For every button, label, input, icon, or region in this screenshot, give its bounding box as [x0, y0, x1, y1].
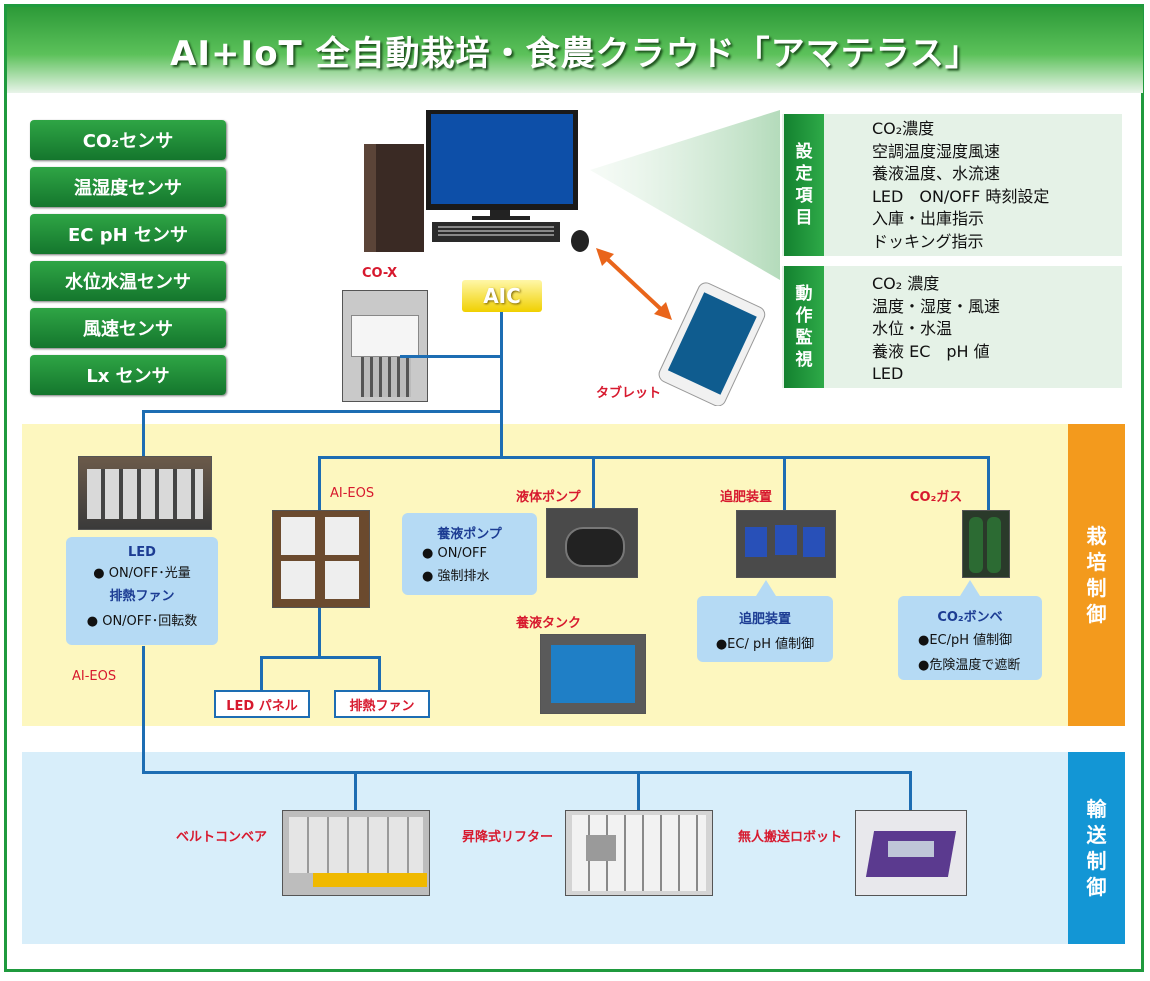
pump-photo	[546, 508, 638, 578]
connection-beam	[590, 110, 780, 280]
settings-heading: 設定項目	[784, 114, 824, 256]
liquid-pump-label: 液体ポンプ	[516, 490, 581, 505]
sensor-temp-humidity: 温湿度センサ	[30, 167, 226, 207]
led-rack-photo	[78, 456, 212, 530]
settings-panel	[782, 114, 1122, 256]
outer-frame	[4, 4, 1144, 972]
fertilizer-photo	[736, 510, 836, 578]
cox-label: CO-X	[362, 266, 398, 281]
sync-arrow	[596, 248, 672, 320]
lifter-label: 昇降式リフター	[462, 830, 554, 845]
fertilizer-pointer	[756, 580, 776, 596]
co2-gas-label: CO₂ガス	[910, 490, 963, 505]
co2-pointer	[960, 580, 980, 596]
tank-photo	[540, 634, 646, 714]
cox-photo	[342, 290, 428, 402]
title-bar: AI+IoT 全自動栽培・食農クラウド「アマテラス」	[7, 7, 1143, 93]
tablet-label: タブレット	[596, 386, 662, 401]
led-control-box: LED ● ON/OFF･光量 排熱ファン ● ON/OFF･回転数	[66, 537, 218, 645]
monitoring-heading: 動作監視	[784, 266, 824, 388]
transport-heading: 輸送制御	[1068, 752, 1125, 944]
page-title: AI+IoT 全自動栽培・食農クラウド「アマテラス」	[170, 33, 980, 74]
aieos-photo	[272, 510, 370, 608]
fertilizer-label: 追肥装置	[720, 490, 773, 505]
aieos-label: AI-EOS	[330, 486, 375, 501]
exhaust-fan-box: 排熱ファン	[334, 690, 430, 718]
robot-label: 無人搬送ロボット	[738, 830, 843, 845]
belt-conveyor-photo	[282, 810, 430, 896]
tablet-icon	[658, 282, 766, 406]
computer-icon	[364, 110, 589, 252]
robot-photo	[855, 810, 967, 896]
belt-label: ベルトコンベア	[176, 830, 268, 845]
sensor-lux: Lx センサ	[30, 355, 226, 395]
aieos-left-label: AI-EOS	[72, 669, 117, 684]
tank-label: 養液タンク	[516, 616, 582, 631]
cultivation-heading: 栽培制御	[1068, 424, 1125, 726]
monitoring-panel	[782, 266, 1122, 388]
co2-control-box: CO₂ボンベ ●EC/pH 値制御 ●危険温度で遮断	[898, 596, 1042, 680]
aic-badge: AIC	[462, 280, 542, 312]
led-panel-box: LED パネル	[214, 690, 310, 718]
sensor-wind: 風速センサ	[30, 308, 226, 348]
fertilizer-control-box: 追肥装置 ●EC/ pH 値制御	[697, 596, 833, 662]
co2-cylinder-photo	[962, 510, 1010, 578]
sensor-ec-ph: EC pH センサ	[30, 214, 226, 254]
sensor-co2: CO₂センサ	[30, 120, 226, 160]
sensor-water-level: 水位水温センサ	[30, 261, 226, 301]
lifter-photo	[565, 810, 713, 896]
pump-control-box: 養液ポンプ ● ON/OFF ● 強制排水	[402, 513, 537, 595]
